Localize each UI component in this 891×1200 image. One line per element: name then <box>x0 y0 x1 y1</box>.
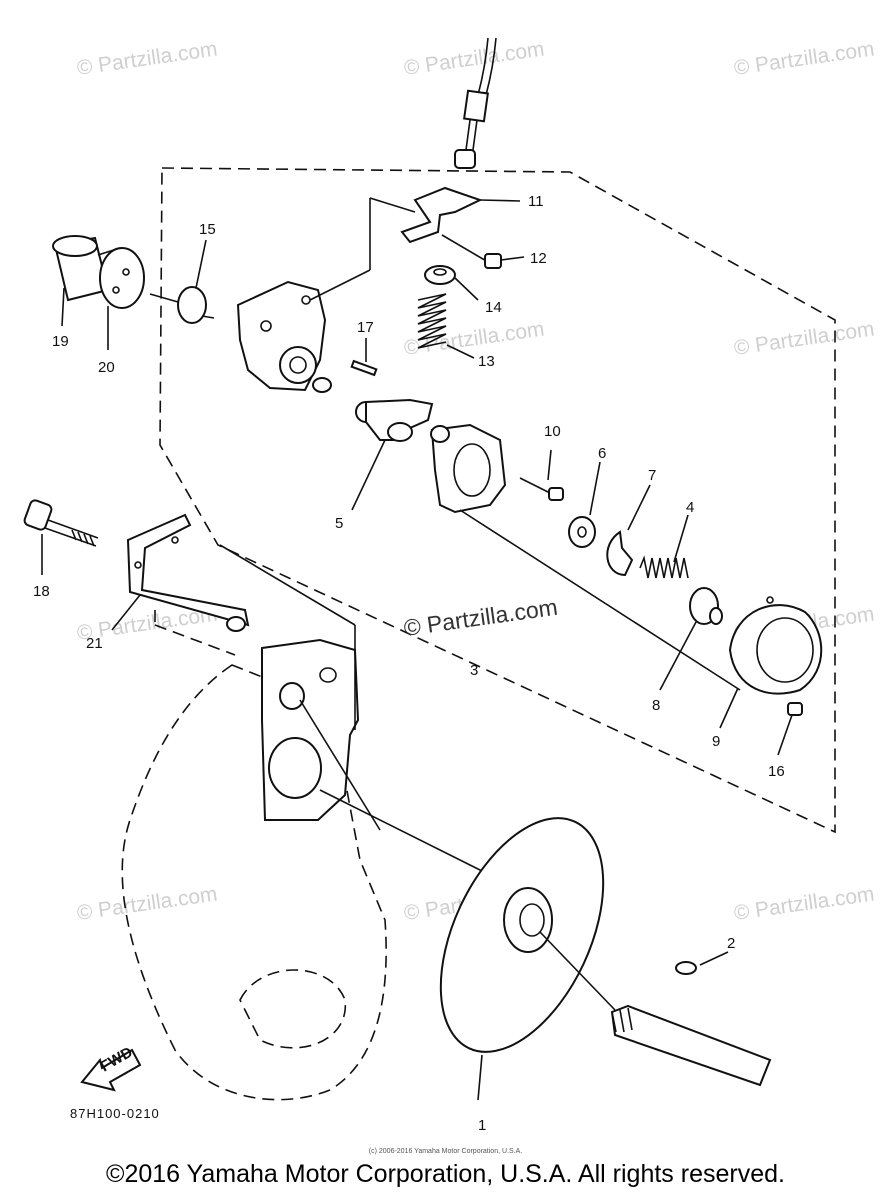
callout-5: 5 <box>335 515 343 532</box>
diagram-code: 87H100-0210 <box>70 1106 160 1121</box>
callout-8: 8 <box>652 697 660 714</box>
watermark: © Partzilla.com <box>75 37 218 79</box>
callout-17: 17 <box>357 319 374 336</box>
assembly-axis-line <box>459 509 741 691</box>
watermark: © Partzilla.com <box>732 317 875 359</box>
part-9-end-cap <box>719 596 823 729</box>
part-14-collar <box>424 265 479 301</box>
callout-16: 16 <box>768 763 785 780</box>
watermark: © Partzilla.com <box>732 882 875 924</box>
callout-7: 7 <box>648 467 656 484</box>
part-16-screw <box>777 702 803 756</box>
part-7-clip <box>606 484 651 577</box>
part-11-lever-bracket <box>400 186 521 244</box>
callout-4: 4 <box>686 499 694 516</box>
callout-21: 21 <box>86 635 103 652</box>
center-watermark: © Partzilla.com <box>402 594 559 641</box>
footer-copyright: ©2016 Yamaha Motor Corporation, U.S.A. A… <box>106 1160 785 1188</box>
callout-12: 12 <box>530 250 547 267</box>
part-13-spring <box>417 293 475 359</box>
watermark: © Partzilla.com <box>75 882 218 924</box>
part-21-bracket <box>111 513 250 656</box>
part-18-bolt <box>23 499 99 575</box>
callout-3: 3 <box>470 662 478 679</box>
fwd-arrow: FWD <box>80 1044 142 1092</box>
watermark: © Partzilla.com <box>732 37 875 79</box>
part-17-pin <box>350 338 378 377</box>
valve-housing <box>236 197 416 393</box>
crankcase-outline <box>121 544 501 1101</box>
callout-2: 2 <box>727 935 735 952</box>
callout-19: 19 <box>52 333 69 350</box>
part-1-primary-sheave <box>439 817 605 1101</box>
watermark: © Partzilla.com <box>402 37 545 79</box>
part-2-key-and-shaft <box>539 931 772 1087</box>
throttle-cable <box>454 37 497 169</box>
callout-1: 1 <box>478 1117 486 1134</box>
valve-cover <box>430 423 564 514</box>
part-12-screw <box>441 234 525 269</box>
callout-14: 14 <box>485 299 502 316</box>
callout-11: 11 <box>528 193 544 210</box>
part-5-valve-shaft <box>351 398 434 511</box>
part-15-plug <box>149 239 215 324</box>
callout-20: 20 <box>98 359 115 376</box>
assembly-boundary <box>159 167 836 834</box>
callout-18: 18 <box>33 583 50 600</box>
callout-10: 10 <box>544 423 561 440</box>
callout-13: 13 <box>478 353 495 370</box>
part-8-bushing <box>659 587 723 691</box>
part-6-washer <box>568 461 601 548</box>
part-4-spring <box>639 514 689 579</box>
callout-9: 9 <box>712 733 720 750</box>
callout-15: 15 <box>199 221 216 238</box>
callout-labels: 1 2 3 4 5 6 7 8 9 10 11 12 13 14 15 16 1… <box>33 193 785 1134</box>
part-19-20-caps <box>52 235 145 350</box>
small-copyright: (c) 2006-2016 Yamaha Motor Corporation, … <box>368 1148 523 1155</box>
callout-6: 6 <box>598 445 606 462</box>
